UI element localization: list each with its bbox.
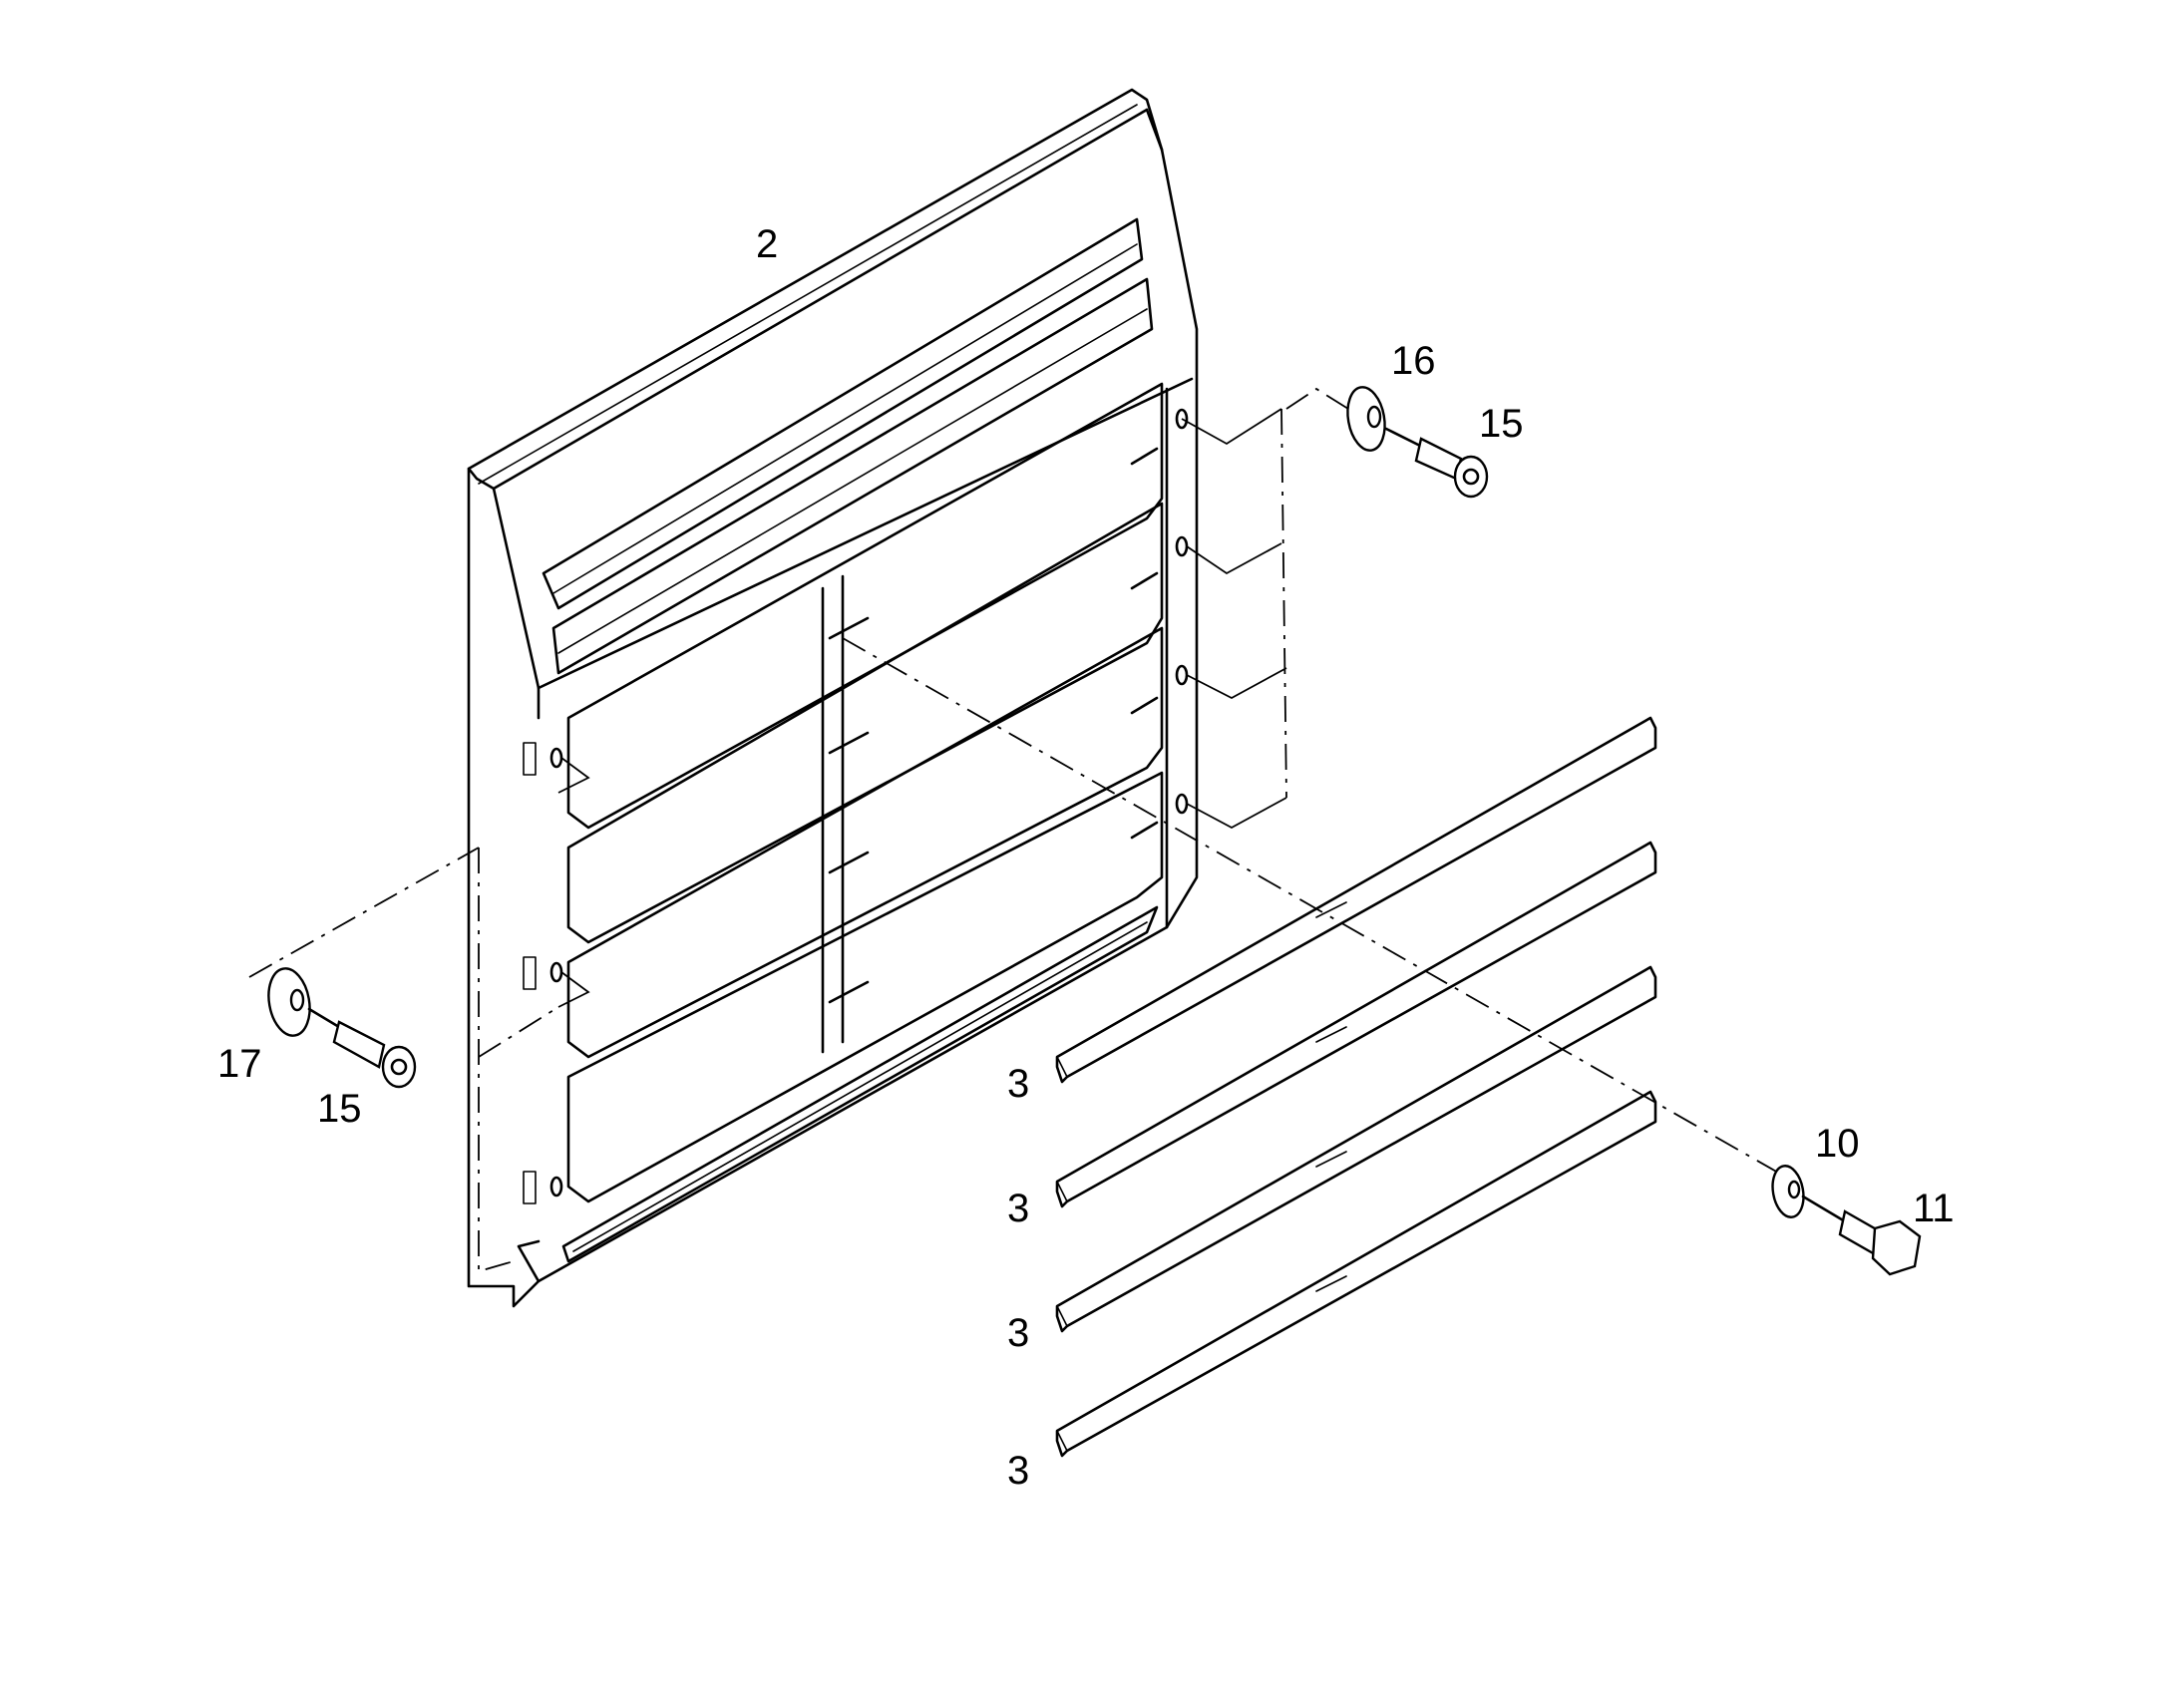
grille-panel — [467, 88, 1199, 1308]
washer-16 — [1346, 386, 1386, 452]
washer-10 — [1771, 1165, 1805, 1218]
assembly-lines — [248, 387, 1786, 1273]
callout-screw-left: 15 — [317, 1087, 362, 1131]
strip-3-4 — [1055, 1090, 1657, 1458]
callout-washer-right: 10 — [1815, 1122, 1860, 1166]
callout-strip-1: 3 — [1007, 1062, 1029, 1106]
washer-17 — [267, 967, 311, 1037]
callout-screw-top: 15 — [1479, 402, 1524, 446]
strip-3-3 — [1055, 965, 1657, 1333]
callout-strip-3: 3 — [1007, 1311, 1029, 1355]
bolt-11 — [1801, 1195, 1922, 1276]
callout-washer-left: 17 — [217, 1042, 262, 1086]
callout-bolt-right: 11 — [1913, 1187, 1955, 1230]
callout-strip-4: 3 — [1007, 1449, 1029, 1493]
screw-15-top — [1384, 427, 1489, 499]
callout-panel: 2 — [756, 222, 778, 266]
screw-15-left — [307, 1007, 417, 1089]
strip-3-1 — [1055, 716, 1657, 1084]
strip-3-2 — [1055, 841, 1657, 1208]
callout-strip-2: 3 — [1007, 1187, 1029, 1230]
callout-washer-top: 16 — [1391, 339, 1436, 383]
